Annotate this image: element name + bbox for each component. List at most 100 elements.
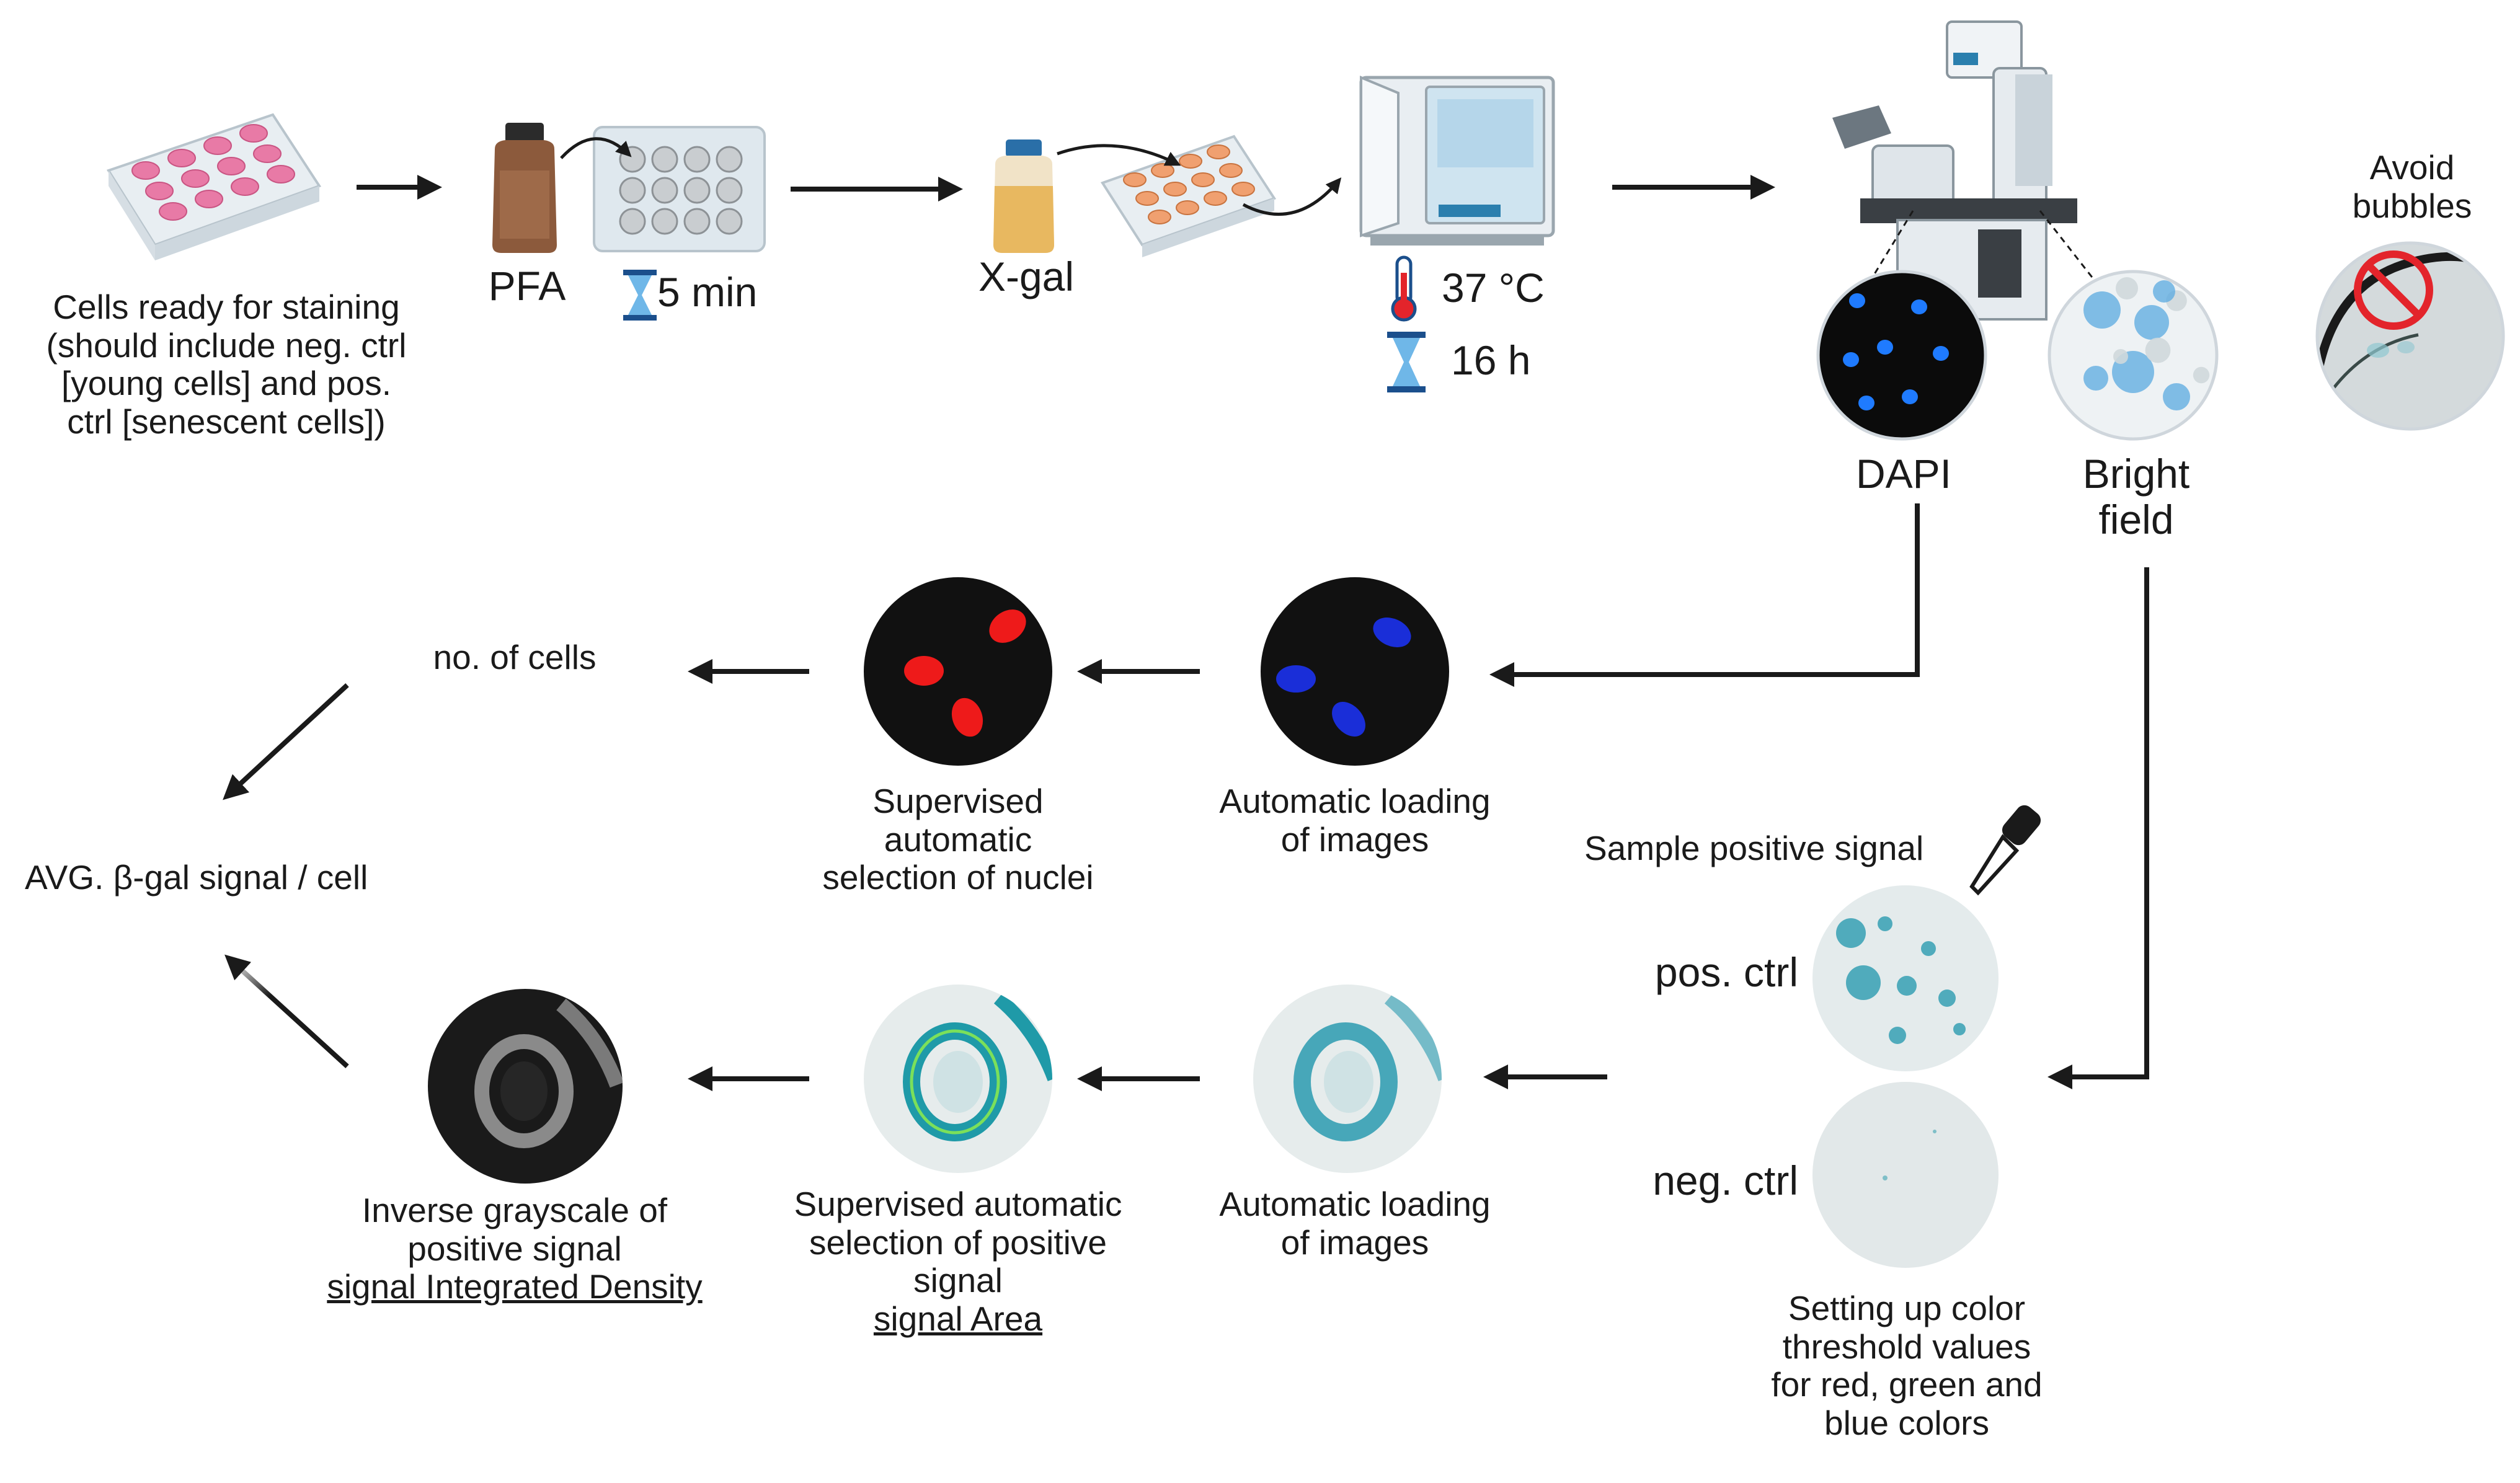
stained-cell: [2153, 280, 2175, 303]
well: [1135, 191, 1159, 206]
temperature-label: 37 °C: [1442, 265, 1545, 311]
transfer-arrow: [560, 137, 632, 159]
incubator-icon: [1359, 76, 1555, 246]
hourglass-icon: [1387, 332, 1426, 392]
positive-control-image: [1812, 885, 1999, 1071]
well: [1163, 182, 1187, 197]
well: [716, 146, 743, 173]
stain-spot: [1878, 916, 1892, 931]
xgal-label: X-gal: [978, 254, 1075, 299]
well: [253, 144, 282, 163]
well: [217, 157, 246, 175]
nucleus: [1911, 299, 1927, 314]
well: [683, 177, 711, 204]
bubble-example-image: [2315, 241, 2505, 431]
nucleus: [1373, 618, 1411, 647]
well: [683, 146, 711, 173]
well: [167, 149, 196, 167]
loaded-stain-image: [1253, 985, 1442, 1173]
well: [716, 177, 743, 204]
fixed-plate-icon: [593, 126, 766, 252]
well: [1176, 200, 1199, 215]
well: [239, 124, 268, 143]
dapi-image: [1816, 270, 1987, 441]
well: [145, 182, 174, 200]
stain-loading-label: Automatic loading of images: [1219, 1185, 1491, 1262]
cells-ready-label: Cells ready for staining (should include…: [46, 288, 407, 441]
thermometer-icon: [1391, 255, 1417, 322]
negative-control-image: [1812, 1082, 1999, 1268]
stain-spot: [1921, 941, 1936, 956]
unstained-cell: [2193, 366, 2210, 384]
well: [1123, 172, 1147, 187]
stained-cell: [2083, 366, 2108, 391]
nucleus: [951, 697, 983, 737]
well: [231, 177, 259, 196]
nucleus: [1332, 702, 1365, 737]
threshold-label: Setting up color threshold values for re…: [1771, 1289, 2043, 1442]
stain-spot: [1846, 965, 1881, 1000]
nucleus: [1276, 665, 1316, 693]
well: [1207, 144, 1230, 159]
transfer-arrow: [1242, 177, 1342, 216]
pfa-time-label: 5 min: [657, 269, 758, 315]
stained-cell: [2163, 383, 2190, 410]
merge-arrow: [223, 683, 349, 800]
well: [203, 136, 232, 155]
unstained-cell: [2116, 277, 2138, 299]
nucleus: [1933, 346, 1949, 361]
well: [131, 161, 160, 180]
well: [683, 208, 711, 235]
nuclei-selection-image: [864, 577, 1052, 766]
dapi-loaded-image: [1261, 577, 1449, 766]
transfer-arrow: [1057, 144, 1181, 166]
result-label: AVG. β-gal signal / cell: [25, 858, 368, 896]
dapi-label: DAPI: [1855, 451, 1952, 497]
pipette-icon: [1969, 805, 2041, 896]
nucleus: [1858, 396, 1874, 410]
stain-spot: [1889, 1027, 1906, 1044]
stain-spot: [1938, 989, 1956, 1007]
brightfield-branch-connector: [2048, 567, 2149, 1089]
well: [1179, 154, 1202, 169]
stain-spot: [1953, 1023, 1966, 1035]
nucleus: [1849, 293, 1865, 308]
hourglass-icon: [623, 270, 657, 321]
inverse-grayscale-image: [428, 989, 623, 1184]
unstained-cell: [2145, 337, 2171, 363]
nucleus: [904, 656, 944, 686]
unstained-cell: [2113, 349, 2128, 364]
dapi-branch-connector: [1489, 503, 1920, 687]
brightfield-image: [2048, 270, 2219, 441]
well: [1219, 163, 1243, 178]
stained-cell: [2083, 291, 2121, 329]
signal-area-metric: signal Area: [873, 1299, 1043, 1338]
culture-plate-icon: [106, 113, 322, 260]
well: [267, 165, 295, 184]
cell-count-label: no. of cells: [433, 638, 597, 676]
incubation-time-label: 16 h: [1451, 337, 1531, 383]
well: [619, 177, 646, 204]
unstained-cell: [2182, 272, 2196, 277]
nucleus: [1902, 389, 1918, 404]
grayscale-label: Inverse grayscale of positive signal sig…: [291, 1191, 738, 1306]
pos-ctrl-label: pos. ctrl: [1654, 949, 1798, 995]
stain-spot: [1897, 976, 1917, 996]
well: [195, 190, 223, 208]
no-icon: [2354, 250, 2433, 330]
positive-selection-image: [864, 985, 1052, 1173]
stained-cell: [2134, 305, 2169, 340]
well: [1231, 182, 1255, 197]
well: [1148, 210, 1171, 224]
well: [181, 169, 210, 188]
well: [159, 202, 187, 221]
stained-plate-icon: [1100, 135, 1277, 257]
well: [1191, 172, 1215, 187]
well: [1204, 191, 1227, 206]
nuclei-selection-label: Supervised automatic selection of nuclei: [822, 782, 1094, 897]
well: [716, 208, 743, 235]
dapi-loading-label: Automatic loading of images: [1219, 782, 1491, 859]
brightfield-label: Bright field: [2082, 451, 2190, 542]
